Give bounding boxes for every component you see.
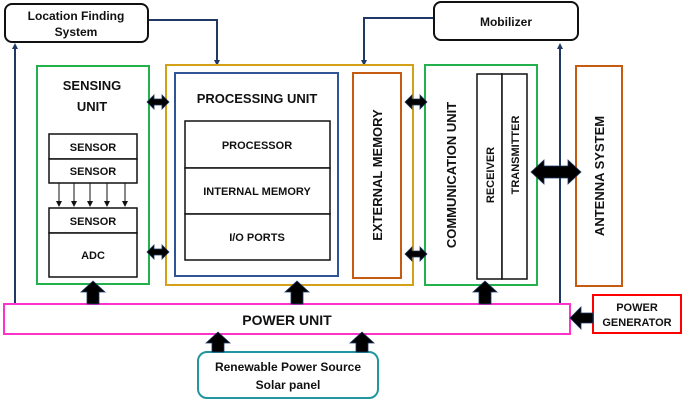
io-ports-box <box>184 213 331 261</box>
adc-label: ADC <box>81 250 105 262</box>
power-unit-label: POWER UNIT <box>242 312 332 328</box>
sensing-unit-title-line1: SENSING <box>63 78 122 93</box>
sensing-unit-box: SENSING UNIT SENSOR SENSOR SENSOR ADC <box>36 65 150 285</box>
communication-unit-title: COMMUNICATION UNIT <box>444 102 459 248</box>
processor-box <box>184 120 331 169</box>
processing-unit-title: PROCESSING UNIT <box>197 91 318 106</box>
bidir-arrow-sensing-processing-top <box>146 94 170 110</box>
power-generator-label-line1: POWER <box>616 302 658 314</box>
receiver-box <box>476 73 503 280</box>
up-arrow-power-to-sensing <box>79 280 107 305</box>
sensor-box-3 <box>48 207 138 234</box>
mobilizer-label: Mobilizer <box>480 15 532 29</box>
sensor-label-2: SENSOR <box>70 166 117 178</box>
sensor-label-1: SENSOR <box>70 142 117 154</box>
sensor-arrows <box>56 183 128 207</box>
receiver-label: RECEIVER <box>485 147 497 203</box>
communication-unit-box: COMMUNICATION UNIT RECEIVER TRANSMITTER <box>424 64 538 286</box>
bidir-arrow-processing-comm-top <box>404 94 428 110</box>
line-location-to-processing <box>148 19 220 66</box>
internal-memory-label: INTERNAL MEMORY <box>203 186 311 198</box>
bidir-arrow-comm-antenna <box>530 159 582 185</box>
io-ports-label: I/O PORTS <box>229 232 285 244</box>
location-finding-system-box: Location Finding System <box>4 3 149 43</box>
up-arrow-power-to-processing <box>283 280 311 305</box>
processor-label: PROCESSOR <box>222 140 292 152</box>
up-arrow-power-to-communication <box>471 280 499 305</box>
up-arrow-renewable-left <box>204 331 232 353</box>
external-memory-box <box>352 72 402 279</box>
renewable-label-line1: Renewable Power Source <box>215 360 361 374</box>
power-unit-box: POWER UNIT <box>3 303 571 335</box>
location-finding-label-line1: Location Finding <box>28 9 125 23</box>
mobilizer-box: Mobilizer <box>433 1 579 41</box>
sensor-label-3: SENSOR <box>70 216 117 228</box>
location-finding-label-line2: System <box>55 25 98 39</box>
internal-memory-box <box>184 167 331 215</box>
transmitter-box <box>501 73 528 280</box>
sensor-box-2 <box>48 158 138 184</box>
processing-unit-group: PROCESSING UNIT PROCESSOR INTERNAL MEMOR… <box>165 64 414 286</box>
antenna-system-label: ANTENNA SYSTEM <box>592 116 607 236</box>
up-arrow-renewable-right <box>348 331 376 353</box>
adc-box <box>48 232 138 278</box>
renewable-label-line2: Solar panel <box>256 378 321 392</box>
renewable-power-source-box: Renewable Power Source Solar panel <box>197 351 379 399</box>
sensor-box-1 <box>48 133 138 160</box>
power-generator-box: POWER GENERATOR <box>592 294 682 334</box>
antenna-system-box: ANTENNA SYSTEM <box>575 65 623 287</box>
bidir-arrow-processing-comm-bottom <box>404 246 428 262</box>
bidir-arrow-sensing-processing-bottom <box>146 244 170 260</box>
block-arrows <box>79 94 594 353</box>
transmitter-label: TRANSMITTER <box>510 116 522 195</box>
external-memory-label: EXTERNAL MEMORY <box>370 109 385 241</box>
power-generator-label-line2: GENERATOR <box>602 317 671 329</box>
line-mobilizer-to-processing <box>361 17 434 66</box>
sensing-unit-title-line2: UNIT <box>77 99 107 114</box>
left-arrow-generator-to-power <box>569 306 594 330</box>
